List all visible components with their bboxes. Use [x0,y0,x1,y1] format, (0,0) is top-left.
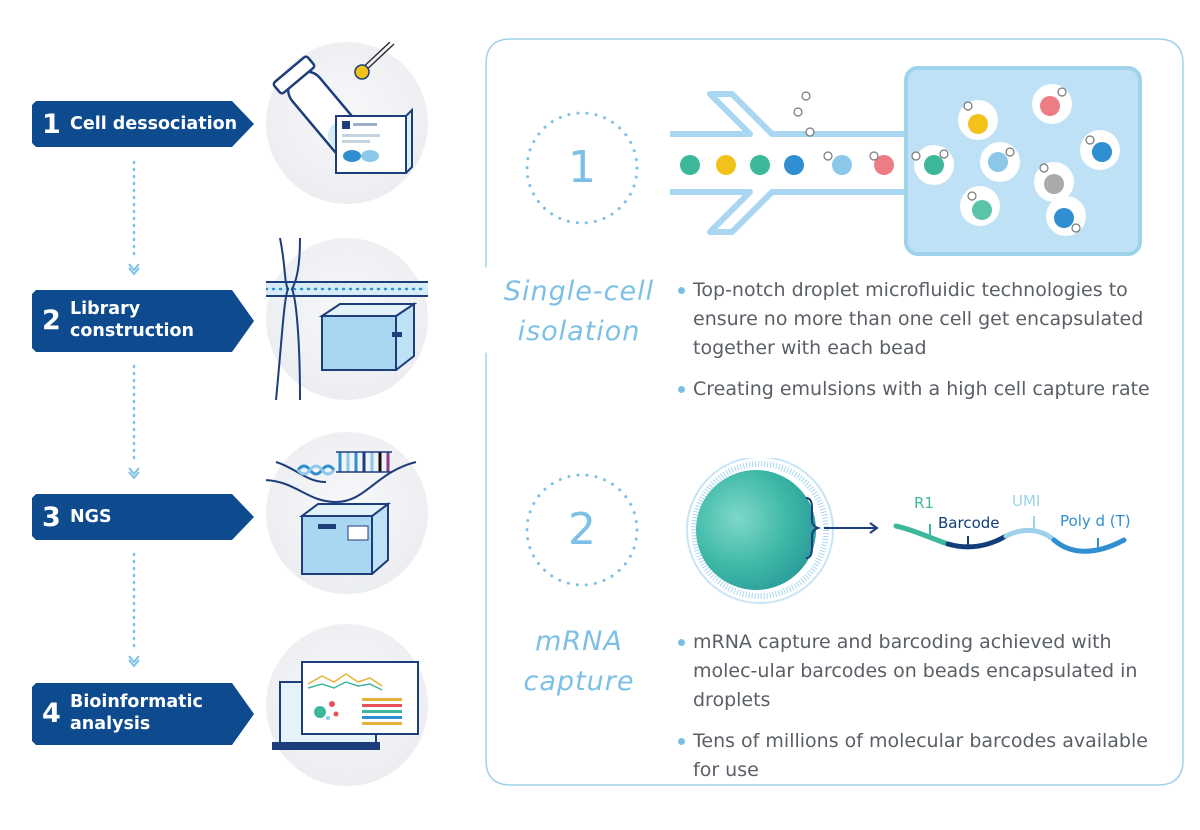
stage-bullet: Creating emulsions with a high cell capt… [678,375,1158,404]
stage-bullet-list: Top-notch droplet microfluidic technolog… [678,276,1158,416]
step-number: 3 [42,501,61,533]
oligo-label-polyt: Poly d (T) [1060,512,1131,530]
step-label: Cell dessociation [70,114,238,134]
step-number: 1 [42,108,61,140]
stage-title-line: Single-cell [503,276,655,307]
oligo-label-r1: R1 [914,494,934,512]
dotted-arrow-connector [128,552,140,668]
step-number: 4 [42,697,61,729]
stage-title: mRNA capture [494,622,664,702]
step-label: Library construction [70,298,194,342]
dotted-arrow-connector [128,364,140,480]
stage-bullet: mRNA capture and barcoding achieved with… [678,628,1158,715]
step-tag-shape [32,101,254,147]
bioinformatic-analysis-illustration [266,624,428,786]
stage-number: 2 [568,504,596,555]
workflow-step-3: 3 NGS [32,494,254,540]
step-number: 2 [42,304,61,336]
barcoded-bead-illustration [686,458,1127,604]
library-construction-illustration [256,237,438,401]
stage-bullet: Top-notch droplet microfluidic technolog… [678,276,1158,363]
workflow-step-4: 4 Bioinformatic analysis [32,683,254,745]
workflow-step-2: 2 Library construction [32,290,254,352]
stage-number-circle [525,111,639,225]
step-tag-shape [32,683,254,745]
stage-number: 1 [568,142,596,193]
oligo-label-umi: UMI [1012,492,1041,510]
step-label-line: Library [70,299,141,319]
stage-bullet: Tens of millions of molecular barcodes a… [678,727,1158,785]
oligo-label-barcode: Barcode [938,514,1000,532]
step-label: Bioinformatic analysis [70,691,203,735]
step-label-line: analysis [70,714,151,734]
stage-bullet-list: mRNA capture and barcoding achieved with… [678,628,1158,797]
droplet-microfluidic-illustration [670,66,1142,256]
stage-number-circle [525,473,639,587]
stage-title-line: capture [523,666,635,697]
step-label-line: construction [70,321,194,341]
step-tag-shape [32,494,254,540]
stage-title-line: isolation [517,316,641,347]
step-tag-shape [32,290,254,352]
cell-dissociation-illustration [266,41,428,204]
dotted-arrow-connector [128,160,140,276]
ngs-illustration [261,432,428,594]
step-label: NGS [70,507,112,527]
stage-title-line: mRNA [535,626,623,657]
step-label-line: Bioinformatic [70,692,203,712]
stage-title: Single-cell isolation [494,272,664,352]
workflow-step-1: 1 Cell dessociation [32,101,254,147]
